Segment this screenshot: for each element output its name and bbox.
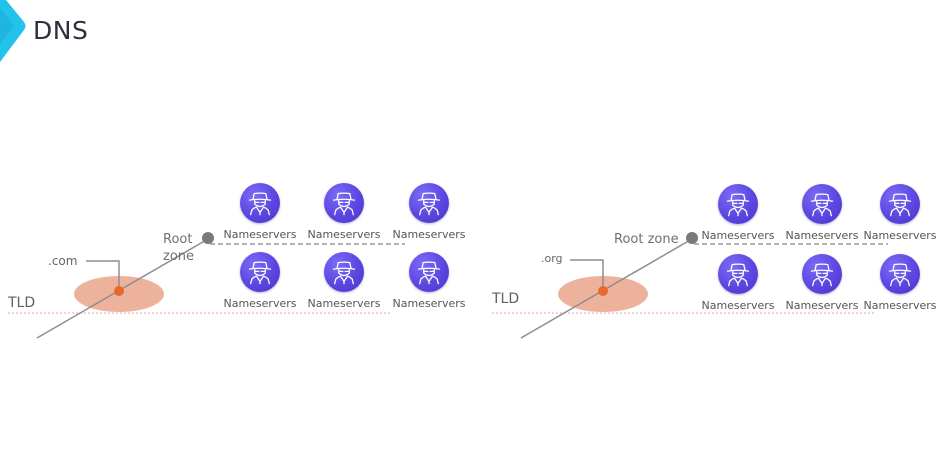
nameserver-node: Nameservers — [389, 183, 469, 241]
diagram-lines — [8, 232, 405, 339]
spy-agent-icon — [324, 252, 364, 292]
page-title: DNS — [33, 16, 89, 45]
nameserver-label: Nameservers — [223, 297, 297, 310]
nameserver-label: Nameservers — [863, 229, 937, 242]
nameserver-node: Nameservers — [860, 254, 940, 312]
nameserver-label: Nameservers — [863, 299, 937, 312]
root-zone-label: Root zone — [614, 232, 679, 247]
spy-agent-icon — [802, 184, 842, 224]
dns-diagram-com: TLD .com Root zone Nameservers Nameserve… — [0, 0, 470, 468]
nameserver-node: Nameservers — [389, 252, 469, 310]
spy-agent-icon — [240, 183, 280, 223]
nameserver-label: Nameservers — [307, 297, 381, 310]
spy-agent-icon — [409, 252, 449, 292]
nameserver-node: Nameservers — [220, 252, 300, 310]
nameserver-label: Nameservers — [785, 229, 859, 242]
nameserver-node: Nameservers — [304, 252, 384, 310]
nameserver-node: Nameservers — [304, 183, 384, 241]
domain-pointer-line — [570, 259, 604, 290]
tld-label: TLD — [492, 291, 520, 307]
nameserver-node: Nameservers — [782, 254, 862, 312]
root-node — [202, 232, 214, 244]
root-zone-label: Root zone — [163, 232, 195, 264]
nameserver-label: Nameservers — [392, 297, 466, 310]
nameserver-label: Nameservers — [701, 299, 775, 312]
tld-node — [114, 286, 124, 296]
spy-agent-icon — [880, 254, 920, 294]
spy-agent-icon — [718, 254, 758, 294]
spy-agent-icon — [240, 252, 280, 292]
chevron-logo-icon — [0, 0, 26, 62]
domain-label: .com — [48, 254, 78, 268]
nameserver-label: Nameservers — [307, 228, 381, 241]
nameserver-node: Nameservers — [698, 184, 778, 242]
nameserver-label: Nameservers — [785, 299, 859, 312]
nameserver-node: Nameservers — [860, 184, 940, 242]
dns-diagram-org: TLD .org Root zone Nameservers Nameserve… — [478, 0, 948, 468]
nameserver-node: Nameservers — [220, 183, 300, 241]
nameserver-label: Nameservers — [223, 228, 297, 241]
nameserver-label: Nameservers — [701, 229, 775, 242]
diagram-lines — [492, 232, 888, 339]
spy-agent-icon — [324, 183, 364, 223]
tld-node — [598, 286, 608, 296]
spy-agent-icon — [718, 184, 758, 224]
spy-agent-icon — [802, 254, 842, 294]
nameserver-label: Nameservers — [392, 228, 466, 241]
root-node — [686, 232, 698, 244]
domain-pointer-line — [86, 260, 120, 290]
nameserver-node: Nameservers — [698, 254, 778, 312]
tld-label: TLD — [8, 295, 36, 311]
spy-agent-icon — [880, 184, 920, 224]
domain-label: .org — [541, 252, 563, 265]
nameserver-node: Nameservers — [782, 184, 862, 242]
spy-agent-icon — [409, 183, 449, 223]
